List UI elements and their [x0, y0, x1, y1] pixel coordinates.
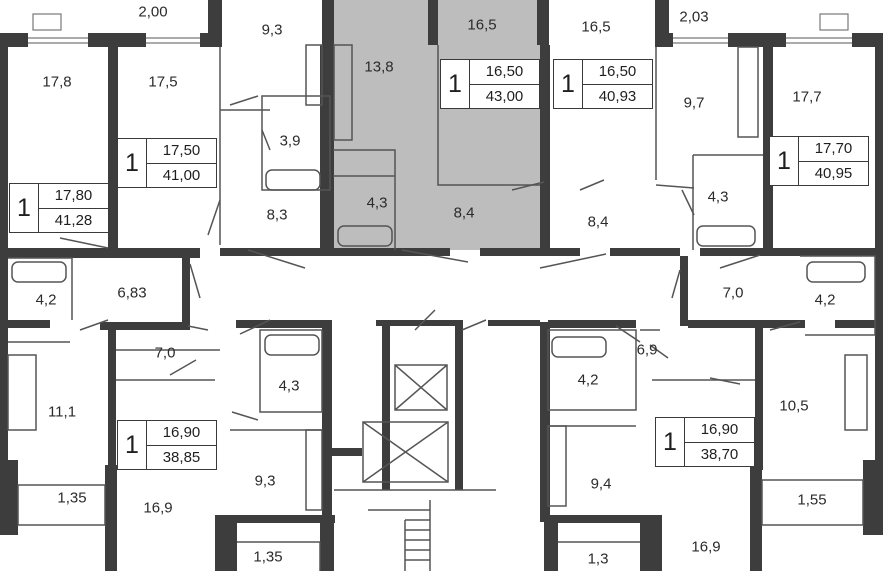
- room-count: 1: [10, 184, 39, 232]
- room-area-label: 2,00: [138, 3, 168, 21]
- room-area-label: 7,0: [154, 344, 176, 362]
- room-area-label: 16,5: [581, 18, 611, 36]
- living-area: 17,50: [147, 139, 216, 164]
- room-area-label: 11,1: [47, 403, 77, 421]
- room-area-label: 13,8: [364, 58, 394, 76]
- room-area-label: 4,3: [366, 194, 388, 212]
- room-count: 1: [554, 60, 583, 108]
- partitions: [7, 44, 876, 571]
- room-area-label: 1,35: [253, 548, 283, 566]
- room-count: 1: [441, 60, 470, 108]
- room-area-label: 7,0: [722, 284, 744, 302]
- room-area-label: 17,8: [42, 73, 72, 91]
- living-area: 16,50: [470, 60, 539, 85]
- total-area: 40,95: [814, 164, 853, 182]
- room-area-label: 8,4: [587, 213, 609, 231]
- room-area-label: 9,4: [590, 475, 612, 493]
- room-area-label: 17,7: [792, 88, 822, 106]
- total-area: 41,28: [54, 211, 93, 229]
- room-area-label: 4,3: [707, 188, 729, 206]
- room-area-label: 4,2: [577, 371, 599, 389]
- room-area-label: 3,9: [279, 132, 301, 150]
- living-area: 16,90: [685, 418, 754, 443]
- room-area-label: 1,35: [57, 489, 87, 507]
- apartment-badge-a1[interactable]: 1 17,80 41,28: [9, 183, 109, 233]
- room-count: 1: [656, 418, 685, 466]
- total-area: 40,93: [598, 87, 637, 105]
- apartment-badge-a3[interactable]: 1 16,50 43,00: [440, 59, 540, 109]
- room-area-label: 6,83: [117, 284, 147, 302]
- living-area: 17,80: [39, 184, 108, 209]
- room-area-label: 9,3: [261, 21, 283, 39]
- room-area-label: 2,03: [679, 8, 709, 26]
- room-area-label: 9,7: [683, 94, 705, 112]
- room-area-label: 1,3: [587, 550, 609, 568]
- room-area-label: 17,5: [148, 73, 178, 91]
- apartment-badge-a2[interactable]: 1 17,50 41,00: [117, 138, 217, 188]
- interior-walls: [0, 45, 883, 523]
- room-area-label: 6,9: [636, 341, 658, 359]
- room-area-label: 4,3: [278, 377, 300, 395]
- living-area: 16,50: [583, 60, 652, 85]
- apartment-badge-a5[interactable]: 1 17,70 40,95: [769, 136, 869, 186]
- room-area-label: 4,2: [35, 291, 57, 309]
- living-area: 16,90: [147, 421, 216, 446]
- room-area-label: 16,9: [143, 499, 173, 517]
- room-count: 1: [118, 421, 147, 469]
- room-area-label: 16,9: [691, 538, 721, 556]
- windows: [28, 13, 852, 44]
- total-area: 43,00: [485, 87, 524, 105]
- apartment-badge-a4[interactable]: 1 16,50 40,93: [553, 59, 653, 109]
- apartment-badge-a7[interactable]: 1 16,90 38,70: [655, 417, 755, 467]
- room-area-label: 9,3: [254, 472, 276, 490]
- room-area-label: 10,5: [779, 397, 809, 415]
- room-area-label: 16,5: [467, 16, 497, 34]
- room-area-label: 8,4: [453, 204, 475, 222]
- room-count: 1: [770, 137, 799, 185]
- total-area: 38,85: [162, 448, 201, 466]
- room-area-label: 4,2: [814, 291, 836, 309]
- total-area: 38,70: [700, 445, 739, 463]
- room-area-label: 8,3: [266, 206, 288, 224]
- apartment-badge-a6[interactable]: 1 16,90 38,85: [117, 420, 217, 470]
- room-count: 1: [118, 139, 147, 187]
- room-area-label: 1,55: [797, 491, 827, 509]
- living-area: 17,70: [799, 137, 868, 162]
- total-area: 41,00: [162, 166, 201, 184]
